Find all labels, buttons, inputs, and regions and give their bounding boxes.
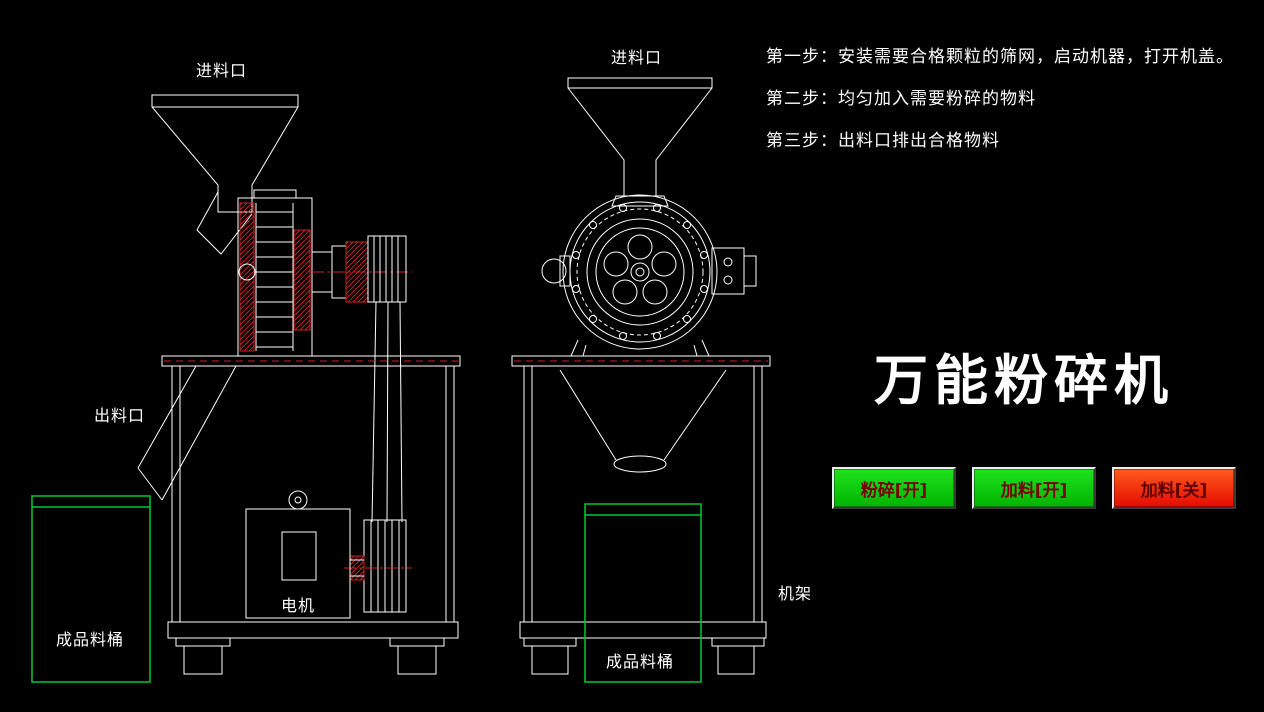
product-barrel-label-left: 成品料桶 <box>56 630 125 649</box>
machine-title: 万能粉碎机 <box>874 349 1174 412</box>
feed-inlet-label-front: 进料口 <box>611 48 663 67</box>
front-view-drawing <box>511 77 771 675</box>
frame-label: 机架 <box>778 584 813 603</box>
product-barrel-label-front: 成品料桶 <box>606 652 675 671</box>
side-view-drawing <box>137 94 461 675</box>
feed-off-button[interactable]: 加料[关] <box>1112 467 1236 509</box>
instruction-step-2: 第二步：均匀加入需要粉碎的物料 <box>766 89 1036 109</box>
instruction-step-1: 第一步：安装需要合格颗粒的筛网，启动机器，打开机盖。 <box>766 47 1234 67</box>
instruction-step-3: 第三步：出料口排出合格物料 <box>766 131 1000 151</box>
product-barrels <box>31 495 702 683</box>
feed-inlet-label-left: 进料口 <box>196 61 248 80</box>
crush-on-button[interactable]: 粉碎[开] <box>832 467 956 509</box>
feed-on-button[interactable]: 加料[开] <box>972 467 1096 509</box>
instruction-steps: 第一步：安装需要合格颗粒的筛网，启动机器，打开机盖。 第二步：均匀加入需要粉碎的… <box>766 42 1234 168</box>
motor-label: 电机 <box>281 596 316 615</box>
discharge-outlet-label: 出料口 <box>94 406 146 425</box>
